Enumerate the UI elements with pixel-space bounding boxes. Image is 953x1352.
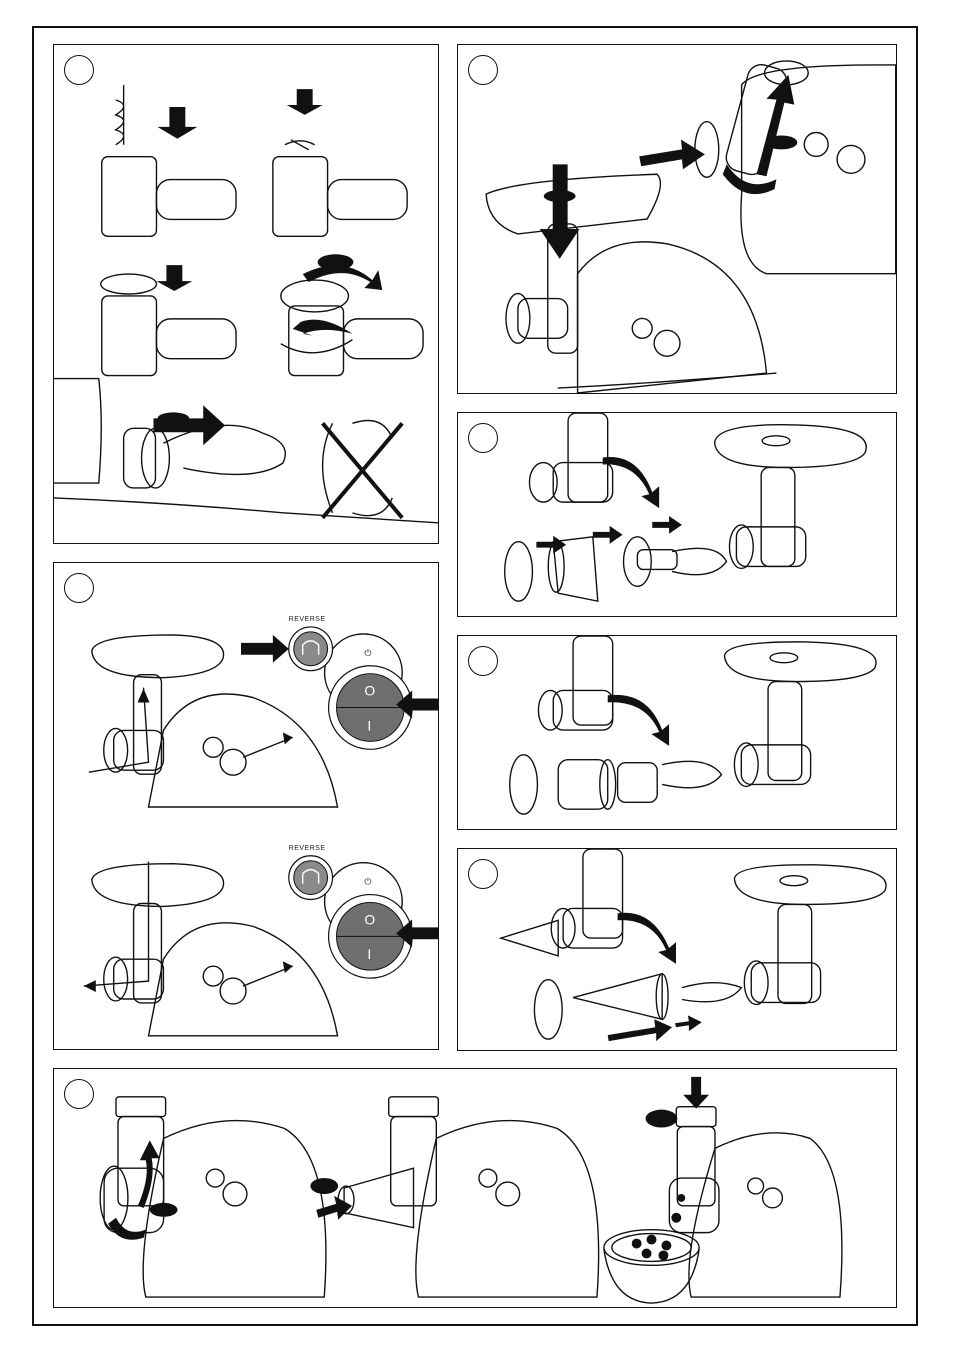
assembly-illustration xyxy=(54,45,438,543)
panel-drum-usage xyxy=(53,1068,897,1308)
switch-illustration: REVERSE O I ⏻ REVERSE O I ⏻ xyxy=(54,563,438,1049)
panel-attach-head xyxy=(457,44,897,394)
cone-illustration xyxy=(458,849,896,1050)
attach-illustration xyxy=(458,45,896,393)
panel-operation-switch: REVERSE O I ⏻ REVERSE O I ⏻ xyxy=(53,562,439,1050)
reverse-label: REVERSE xyxy=(289,845,326,852)
reverse-arrow-icon xyxy=(294,861,328,895)
drum-illustration xyxy=(54,1069,896,1307)
kebbe-illustration xyxy=(458,413,896,616)
reverse-arrow-icon xyxy=(294,632,328,666)
arrow-icon xyxy=(241,635,289,663)
instruction-sheet: REVERSE O I ⏻ REVERSE O I ⏻ xyxy=(32,26,918,1326)
power-icon: ⏻ xyxy=(364,648,371,658)
sausage-illustration xyxy=(458,636,896,829)
panel-kebbe-assembly xyxy=(457,412,897,617)
on-symbol: I xyxy=(367,717,371,733)
panel-assemble-head xyxy=(53,44,439,544)
off-symbol: O xyxy=(364,911,375,927)
reverse-label: REVERSE xyxy=(289,616,326,623)
panel-sausage-assembly xyxy=(457,635,897,830)
panel-cone-assembly xyxy=(457,848,897,1051)
off-symbol: O xyxy=(364,683,375,699)
on-symbol: I xyxy=(367,946,371,962)
power-icon: ⏻ xyxy=(364,877,371,887)
